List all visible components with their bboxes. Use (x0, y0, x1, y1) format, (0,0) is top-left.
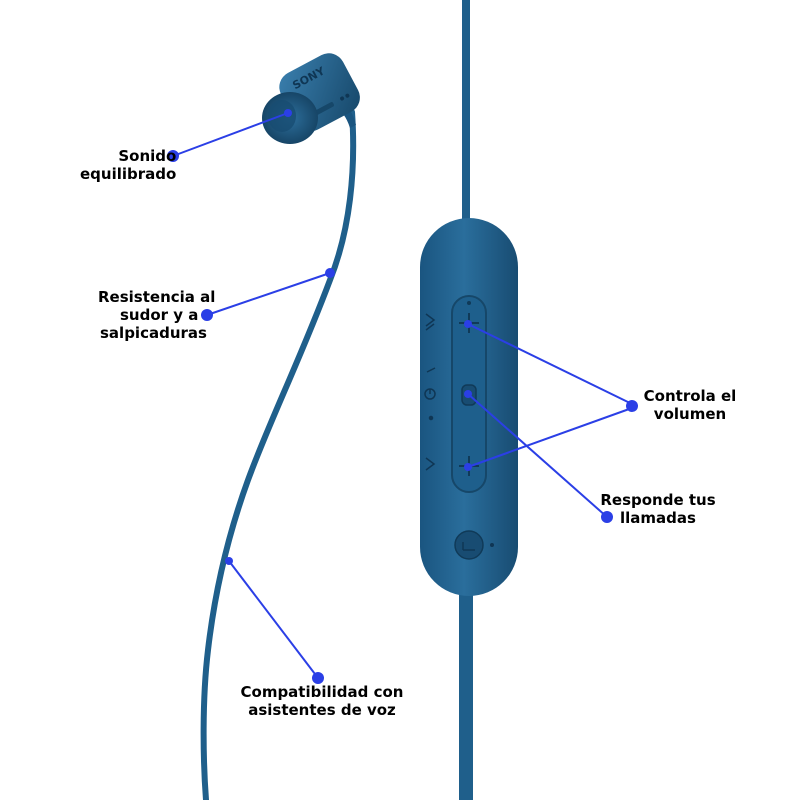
callout-anchor-volume-up (464, 320, 472, 328)
callout-line-calls (467, 393, 608, 518)
callout-line-volume-down (467, 407, 633, 468)
callout-line-sweat (206, 272, 331, 316)
callout-anchor-volume-down (464, 463, 472, 471)
callout-dot-sweat (201, 309, 213, 321)
callout-label-line: Controla el (643, 387, 737, 405)
callout-label-sweat: Resistencia al sudor y a salpicaduras (98, 288, 215, 342)
callout-anchor-sound (284, 109, 292, 117)
callout-label-voice: Compatibilidad con asistentes de voz (236, 683, 408, 719)
power-button[interactable] (454, 530, 494, 560)
callout-dot-volume (626, 400, 638, 412)
callout-lines (172, 112, 633, 679)
callout-label-line: Compatibilidad con (240, 683, 404, 701)
callout-dot-voice (312, 672, 324, 684)
remote-side-icons (424, 313, 436, 471)
callout-line-voice (228, 560, 319, 679)
callout-label-sound: Sonido equilibrado (80, 147, 176, 183)
callout-dot-calls (601, 511, 613, 523)
callout-label-line: equilibrado (80, 165, 177, 183)
callout-label-line: Resistencia al (98, 288, 216, 306)
earbud-cable (200, 109, 357, 800)
callout-label-volume: Controla el volumen (640, 387, 740, 423)
callout-label-line: Sonido (118, 147, 177, 165)
callout-anchor-sweat (325, 268, 335, 278)
callout-line-sound (172, 112, 289, 157)
callout-label-calls: Responde tus llamadas (600, 491, 716, 527)
callout-anchor-calls (464, 390, 472, 398)
callout-label-line: sudor y a (120, 306, 199, 324)
callout-label-line: salpicaduras (100, 324, 207, 342)
callout-anchor-voice (225, 557, 233, 565)
callout-label-line: Responde tus (600, 491, 716, 509)
callout-label-line: volumen (653, 405, 727, 423)
callout-line-volume-up (467, 323, 633, 405)
callout-label-line: asistentes de voz (248, 701, 396, 719)
callout-label-line: llamadas (620, 509, 696, 527)
callout-dots (167, 109, 638, 684)
callout-dot-sound (167, 150, 179, 162)
